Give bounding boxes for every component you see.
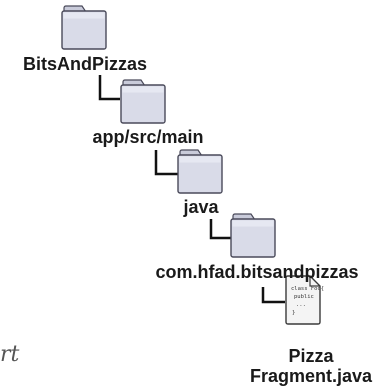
folder-label-root: BitsAndPizzas [22,54,148,74]
java-file-icon[interactable]: class Foo{ public ... } [285,275,324,325]
file-label-line-2: Fragment.java [249,366,373,386]
connector-java-to-package [209,219,231,240]
folder-label-package: com.hfad.bitsandpizzas [155,262,359,282]
margin-note: rt [0,342,20,367]
file-code-line-1: class Foo{ [291,286,324,292]
connector-package-to-file [261,287,285,304]
folder-icon[interactable] [61,5,107,50]
connector-root-to-app [98,75,120,101]
file-code-line-3: ... [296,302,306,308]
folder-icon[interactable] [120,79,166,124]
file-code-line-4: } [292,310,295,316]
folder-label-java: java [183,197,219,217]
folder-icon[interactable] [177,149,223,194]
file-label-line-1: Pizza [288,346,334,366]
folder-icon[interactable] [230,213,276,258]
connector-app-to-java [154,150,178,176]
tree-connectors [98,75,285,304]
folder-label-app: app/src/main [92,127,204,147]
file-code-line-2: public [294,294,314,300]
